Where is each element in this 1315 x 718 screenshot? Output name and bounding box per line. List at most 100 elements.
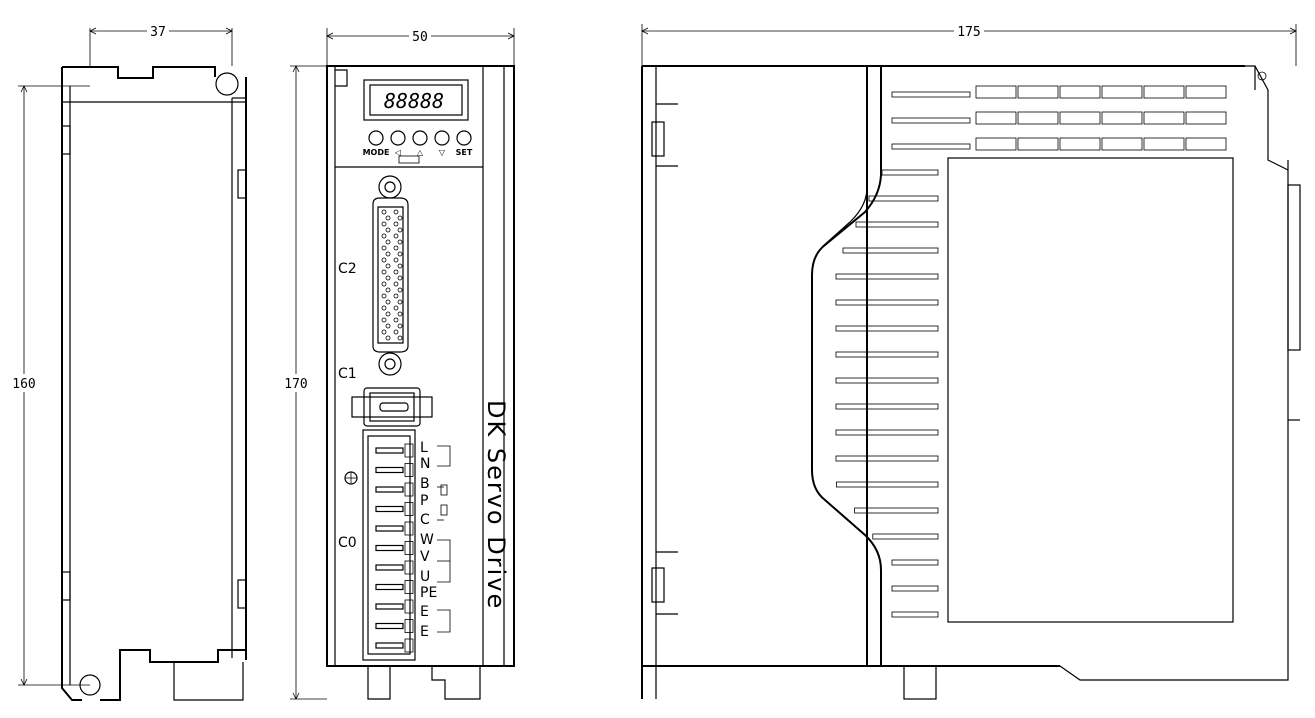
terminal-clip bbox=[404, 443, 414, 458]
terminal-slot bbox=[375, 447, 404, 454]
heatsink-fin bbox=[842, 247, 939, 254]
set-button-label: SET bbox=[456, 148, 473, 157]
c2-pin bbox=[381, 329, 387, 335]
label-cell bbox=[1059, 85, 1101, 99]
terminal-clip bbox=[404, 502, 414, 516]
c2-connector: C2 bbox=[338, 175, 409, 376]
label-cell bbox=[1017, 137, 1059, 151]
dim-side-width: 37 bbox=[150, 25, 166, 40]
dim-front-height: 170 bbox=[284, 377, 307, 392]
c2-pin bbox=[381, 305, 387, 311]
terminal-slot bbox=[375, 603, 404, 610]
left-button-label: ◁ bbox=[394, 148, 401, 157]
terminal-label-e: E bbox=[420, 604, 429, 620]
terminal-clip bbox=[404, 521, 414, 536]
c2-pin bbox=[397, 287, 403, 293]
c2-pin bbox=[393, 233, 399, 239]
label-cell bbox=[1101, 85, 1143, 99]
dim-depth: 175 bbox=[957, 25, 980, 40]
terminal-label-w: W bbox=[420, 532, 434, 548]
c2-pin bbox=[381, 221, 387, 227]
c0-label: C0 bbox=[338, 535, 357, 551]
label-cell bbox=[1143, 85, 1185, 99]
c2-pin bbox=[397, 263, 403, 269]
c2-pin bbox=[385, 287, 391, 293]
c1-label: C1 bbox=[338, 366, 357, 382]
c2-pin bbox=[385, 335, 391, 341]
c2-pin bbox=[385, 239, 391, 245]
c2-pin bbox=[397, 323, 403, 329]
c2-pin bbox=[385, 275, 391, 281]
heatsink-fin bbox=[854, 507, 939, 514]
c2-pin bbox=[397, 311, 403, 317]
c2-pin bbox=[397, 299, 403, 305]
c2-pin bbox=[381, 281, 387, 287]
terminal-label-l: L bbox=[420, 440, 428, 456]
heatsink-fin bbox=[881, 169, 939, 176]
depth-view: 175 bbox=[641, 22, 1301, 700]
heatsink-fin bbox=[835, 325, 939, 332]
heatsink-fin bbox=[891, 611, 939, 618]
terminal-clip bbox=[404, 541, 414, 555]
terminal-slot bbox=[375, 525, 404, 532]
c2-pin bbox=[393, 269, 399, 275]
c2-pin bbox=[381, 245, 387, 251]
terminal-label-n: N bbox=[420, 456, 430, 472]
label-cell bbox=[1101, 137, 1143, 151]
c2-label: C2 bbox=[338, 261, 357, 277]
c2-pin bbox=[381, 233, 387, 239]
c2-pin bbox=[393, 257, 399, 263]
terminal-clip bbox=[404, 463, 414, 477]
side-view: 37 160 bbox=[8, 22, 247, 701]
terminal-slot bbox=[375, 642, 404, 649]
c1-connector: C1 bbox=[338, 366, 433, 427]
label-cell bbox=[1143, 137, 1185, 151]
down-button-label: ▽ bbox=[439, 148, 446, 157]
c2-pin bbox=[385, 215, 391, 221]
terminal-label-u: U bbox=[420, 569, 430, 585]
label-cell bbox=[975, 137, 1017, 151]
terminal-label-p: P bbox=[420, 493, 428, 509]
c2-pin bbox=[381, 269, 387, 275]
terminal-slot bbox=[375, 544, 404, 552]
label-cell bbox=[1059, 137, 1101, 151]
up-button[interactable] bbox=[412, 130, 428, 146]
terminal-slot bbox=[375, 486, 404, 493]
c2-pin bbox=[397, 227, 403, 233]
terminal-slot bbox=[375, 466, 404, 474]
terminal-label-b: B bbox=[420, 476, 430, 492]
heatsink-fin bbox=[835, 273, 939, 280]
terminal-clip bbox=[404, 560, 414, 575]
keypad: MODE ◁ △ ▽ SET bbox=[363, 130, 473, 164]
heatsink-fin bbox=[835, 351, 939, 358]
label-cell bbox=[1017, 111, 1059, 125]
set-button[interactable] bbox=[456, 130, 472, 146]
label-cell bbox=[975, 111, 1017, 125]
c2-pin bbox=[397, 335, 403, 341]
mode-button[interactable] bbox=[368, 130, 384, 146]
up-button-label: △ bbox=[417, 148, 424, 157]
terminal-slot bbox=[375, 622, 404, 630]
left-button[interactable] bbox=[390, 130, 406, 146]
heatsink-fin bbox=[835, 377, 939, 384]
terminal-slot bbox=[375, 583, 404, 591]
terminal-label-pe: PE bbox=[420, 585, 437, 601]
heatsink-fin bbox=[836, 481, 939, 488]
c2-pin bbox=[393, 209, 399, 215]
terminal-clip bbox=[404, 638, 414, 653]
heatsink-fin bbox=[891, 585, 939, 592]
heatsink-fin bbox=[855, 221, 939, 228]
terminal-label-e: E bbox=[420, 624, 429, 640]
c2-pin bbox=[397, 239, 403, 245]
c2-pin bbox=[385, 299, 391, 305]
terminal-slot bbox=[375, 564, 404, 571]
c2-pin bbox=[381, 293, 387, 299]
label-cell bbox=[1185, 137, 1227, 151]
label-cell bbox=[1059, 111, 1101, 125]
dim-front-width: 50 bbox=[412, 30, 428, 45]
down-button[interactable] bbox=[434, 130, 450, 146]
mode-button-label: MODE bbox=[363, 148, 390, 157]
vertical-brand-label: DK Servo Drive bbox=[482, 400, 510, 610]
label-cell bbox=[1185, 111, 1227, 125]
heatsink-fin bbox=[872, 533, 939, 540]
